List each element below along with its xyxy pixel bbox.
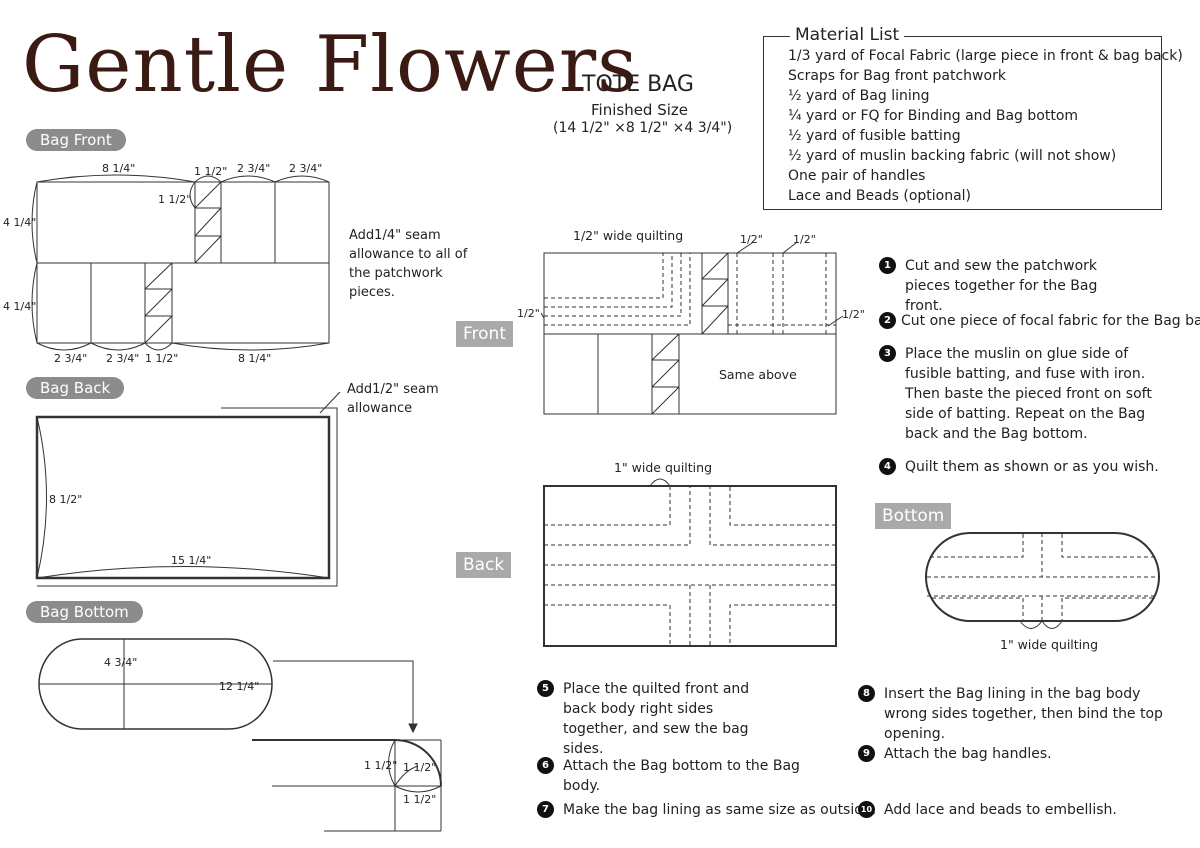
dim-label: 8 1/4": [238, 352, 271, 365]
step-4: 4 Quilt them as shown or as you wish.: [879, 457, 1179, 477]
material-item: ½ yard of muslin backing fabric (will no…: [788, 148, 1117, 164]
step-8: 8 Insert the Bag lining in the bag body …: [858, 684, 1173, 744]
dim-label: 1 1/2": [364, 759, 397, 772]
step-text: Cut and sew the patchwork pieces togethe…: [905, 258, 1098, 314]
dim-label: 4 3/4": [104, 656, 137, 669]
bag-front-badge: Bag Front: [26, 129, 126, 151]
step-7: 7 Make the bag lining as same size as ou…: [537, 800, 877, 820]
step-number: 4: [879, 458, 896, 475]
bottom-quilting-label: 1" wide quilting: [1000, 637, 1098, 652]
dim-label: 4 1/4": [3, 216, 36, 229]
dim-label: 12 1/4": [219, 680, 259, 693]
dim-label: 8 1/4": [102, 162, 135, 175]
bottom-panel-badge: Bottom: [875, 503, 952, 529]
material-item: Lace and Beads (optional): [788, 188, 972, 204]
front-quilting-label: 1/2" wide quilting: [573, 228, 683, 243]
back-quilting-diagram: [543, 478, 837, 647]
dim-label: 2 3/4": [106, 352, 139, 365]
dim-label: 1/2": [517, 307, 540, 320]
step-number: 6: [537, 757, 554, 774]
finished-size-label: Finished Size: [591, 101, 689, 119]
step-9: 9 Attach the bag handles.: [858, 744, 1158, 764]
material-item: ½ yard of Bag lining: [788, 88, 930, 104]
material-item: 1/3 yard of Focal Fabric (large piece in…: [788, 48, 1183, 64]
step-number: 7: [537, 801, 554, 818]
material-item: Scraps for Bag front patchwork: [788, 68, 1006, 84]
bag-front-diagram: [31, 174, 330, 351]
dim-label: 2 3/4": [237, 162, 270, 175]
material-list-box: [763, 36, 1162, 210]
front-quilting-diagram: [540, 242, 844, 415]
project-subtitle: TOTE BAG: [582, 72, 694, 97]
finished-size-dims: (14 1/2" ×8 1/2" ×4 3/4"): [553, 120, 733, 136]
step-text: Add lace and beads to embellish.: [884, 802, 1117, 818]
material-list: 1/3 yard of Focal Fabric (large piece in…: [788, 46, 1183, 206]
dim-label: 15 1/4": [171, 554, 211, 567]
page-title: Gentle Flowers: [22, 20, 639, 110]
step-number: 1: [879, 257, 896, 274]
seam-allowance-note-back: Add1/2" seam allowance: [347, 382, 439, 416]
bag-bottom-badge: Bag Bottom: [26, 601, 143, 623]
dim-label: 1/2": [740, 233, 763, 246]
dim-label: 1/2": [793, 233, 816, 246]
bag-back-badge: Bag Back: [26, 377, 125, 399]
bottom-quilting-diagram: [925, 532, 1160, 629]
dim-label: 1 1/2": [403, 761, 436, 774]
material-item: ¼ yard or FQ for Binding and Bag bottom: [788, 108, 1079, 124]
step-text: Attach the Bag bottom to the Bag body.: [563, 758, 800, 794]
front-panel-badge: Front: [456, 321, 513, 347]
material-list-title: Material List: [790, 25, 905, 45]
step-number: 9: [858, 745, 875, 762]
step-number: 5: [537, 680, 554, 697]
step-text: Place the quilted front and back body ri…: [563, 681, 750, 757]
material-item: One pair of handles: [788, 168, 926, 184]
material-item: ½ yard of fusible batting: [788, 128, 961, 144]
bag-back-diagram: [35, 391, 341, 587]
step-number: 8: [858, 685, 875, 702]
dim-label: 2 3/4": [289, 162, 322, 175]
bag-bottom-diagram: [38, 638, 442, 832]
step-6: 6 Attach the Bag bottom to the Bag body.: [537, 756, 837, 796]
step-5: 5 Place the quilted front and back body …: [537, 679, 777, 759]
step-text: Place the muslin on glue side of fusible…: [905, 346, 1152, 442]
step-number: 3: [879, 345, 896, 362]
step-text: Quilt them as shown or as you wish.: [905, 459, 1159, 475]
step-10: 10 Add lace and beads to embellish.: [858, 800, 1158, 820]
back-quilting-label: 1" wide quilting: [614, 460, 712, 475]
step-3: 3 Place the muslin on glue side of fusib…: [879, 344, 1169, 444]
seam-allowance-note-front: Add1/4" seam allowance to all of the pat…: [349, 228, 468, 300]
dim-label: 2 3/4": [54, 352, 87, 365]
step-text: Attach the bag handles.: [884, 746, 1052, 762]
dim-label: 1 1/2": [145, 352, 178, 365]
step-text: Insert the Bag lining in the bag body wr…: [884, 686, 1163, 742]
step-number: 10: [858, 801, 875, 818]
dim-label: 8 1/2": [49, 493, 82, 506]
same-above-label: Same above: [719, 367, 797, 382]
step-2: 2 Cut one piece of focal fabric for the …: [879, 311, 1200, 331]
step-text: Cut one piece of focal fabric for the Ba…: [901, 313, 1200, 329]
step-number: 2: [879, 312, 896, 329]
back-panel-badge: Back: [456, 552, 512, 578]
dim-label: 1/2": [842, 308, 865, 321]
dim-label: 4 1/4": [3, 300, 36, 313]
step-text: Make the bag lining as same size as outs…: [563, 802, 877, 818]
dim-label: 1 1/2": [158, 193, 191, 206]
dim-label: 1 1/2": [403, 793, 436, 806]
dim-label: 1 1/2": [194, 165, 227, 178]
step-1: 1 Cut and sew the patchwork pieces toget…: [879, 256, 1129, 316]
